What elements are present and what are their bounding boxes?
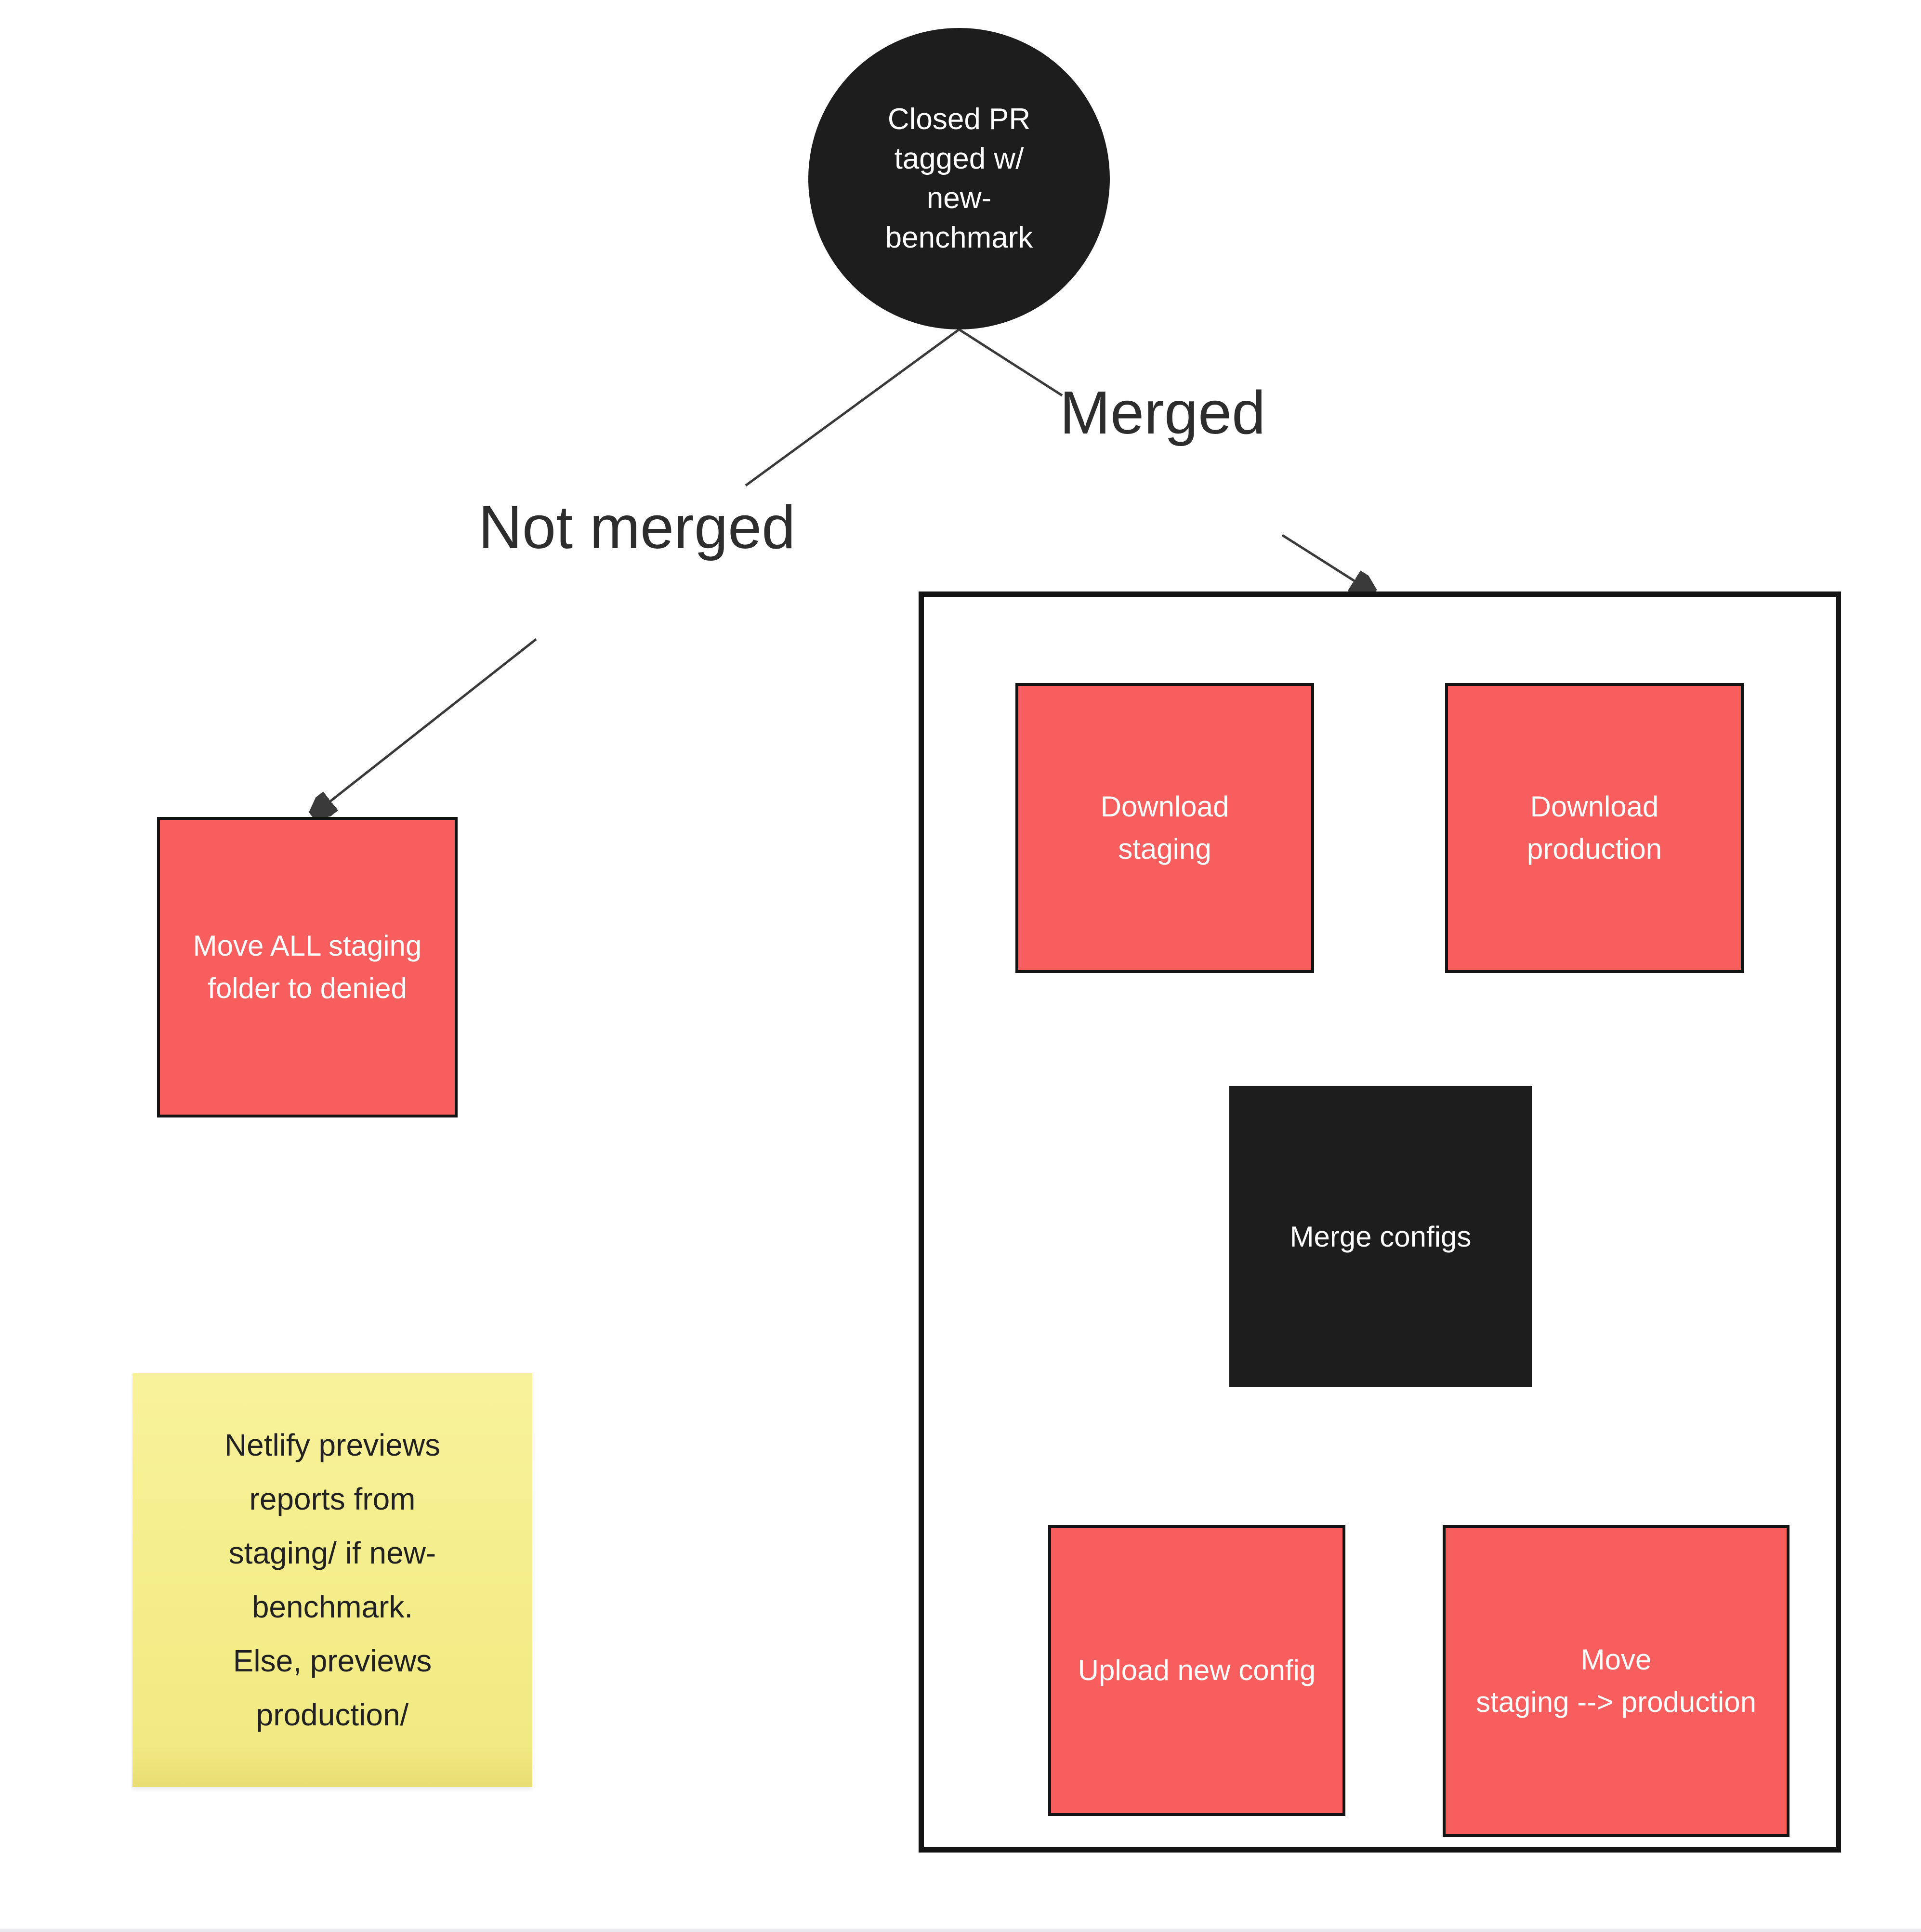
node-move-staging-to-production[interactable]: Move staging --> production bbox=[1443, 1525, 1789, 1837]
node-label-line: Upload new config bbox=[1078, 1654, 1316, 1686]
branch-label-merged[interactable]: Merged bbox=[1060, 379, 1266, 447]
node-download-production[interactable]: Download production bbox=[1445, 683, 1744, 973]
node-download-staging[interactable]: Download staging bbox=[1015, 683, 1314, 973]
start-node-label-line: tagged w/ bbox=[894, 142, 1024, 175]
connector-not-merged-lower-arrow bbox=[314, 638, 537, 814]
connector-not-merged-upper bbox=[745, 328, 960, 487]
start-node-label-line: new- bbox=[926, 182, 992, 215]
sticky-note-line: staging/ if new- bbox=[228, 1536, 436, 1570]
sticky-note-line: Netlify previews bbox=[224, 1428, 441, 1462]
node-label-line: Download bbox=[1100, 790, 1229, 823]
sticky-note-line: Else, previews bbox=[233, 1643, 432, 1678]
start-node-label-line: Closed PR bbox=[887, 103, 1031, 136]
connector-merged-upper bbox=[958, 328, 1063, 397]
connector-merged-lower-arrow bbox=[1281, 534, 1372, 592]
node-label-line: staging bbox=[1118, 833, 1211, 865]
sticky-note-line: benchmark. bbox=[251, 1590, 413, 1624]
start-node-label-line: benchmark bbox=[885, 221, 1033, 254]
node-label-line: production bbox=[1526, 833, 1662, 865]
canvas-bottom-edge-line bbox=[0, 1929, 1921, 1932]
node-label-line: folder to denied bbox=[208, 972, 407, 1004]
start-node-closed-pr[interactable]: Closed PR tagged w/ new- benchmark bbox=[808, 28, 1110, 329]
node-label-line: staging --> production bbox=[1475, 1686, 1756, 1718]
branch-label-not-merged[interactable]: Not merged bbox=[478, 493, 796, 561]
sticky-note-line: reports from bbox=[249, 1482, 416, 1516]
node-label-line: Move ALL staging bbox=[193, 930, 422, 962]
node-merge-configs[interactable]: Merge configs bbox=[1229, 1086, 1532, 1387]
sticky-note-netlify-previews[interactable]: Netlify previews reports from staging/ i… bbox=[132, 1373, 532, 1787]
node-upload-new-config[interactable]: Upload new config bbox=[1048, 1525, 1345, 1816]
node-label-line: Merge configs bbox=[1289, 1220, 1472, 1253]
node-move-all-staging-to-denied[interactable]: Move ALL staging folder to denied bbox=[157, 817, 458, 1117]
sticky-note-line: production/ bbox=[256, 1697, 409, 1732]
node-label-line: Move bbox=[1580, 1643, 1652, 1676]
node-label-line: Download bbox=[1530, 790, 1659, 823]
